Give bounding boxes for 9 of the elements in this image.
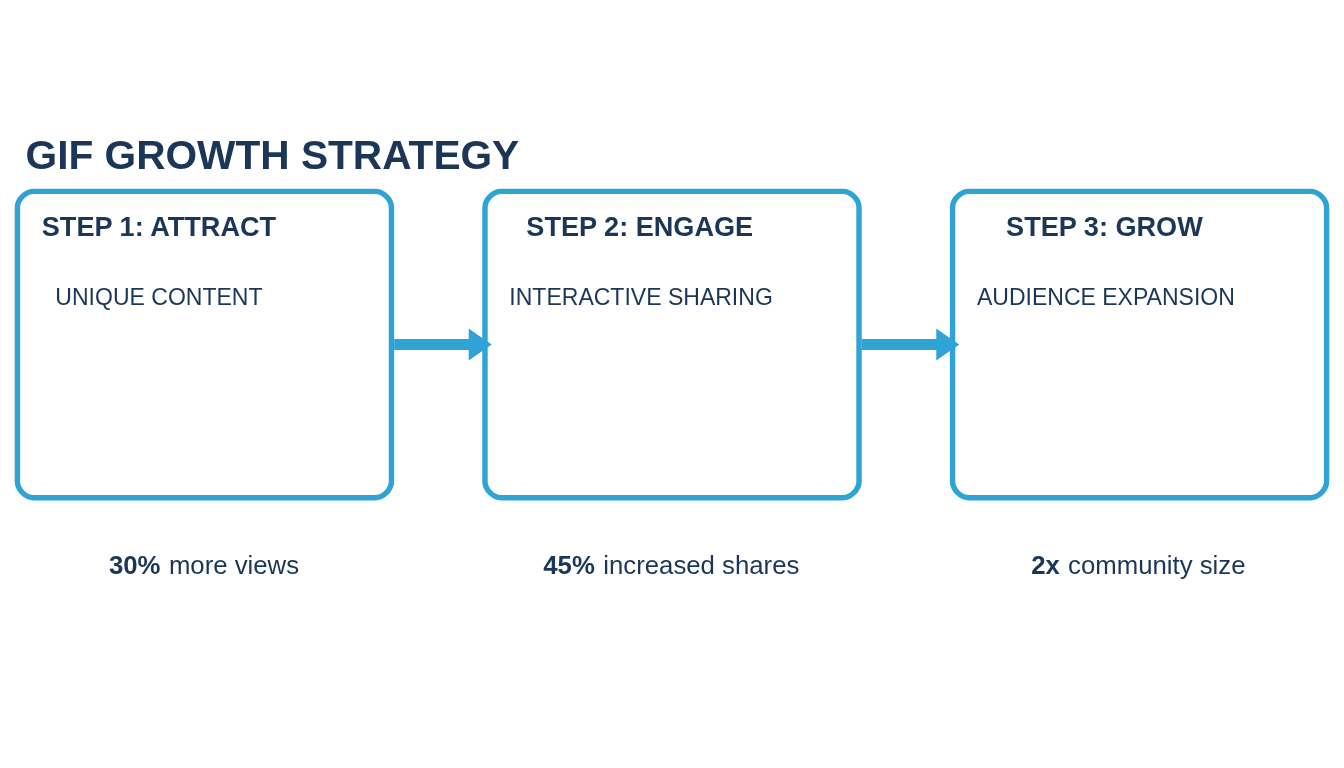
node-label: 2x community size [1031, 550, 1246, 579]
node-label: 45% increased shares [543, 550, 800, 579]
node-box: STEP 3: GROW AUDIENCE EXPANSION [949, 188, 1330, 500]
arrow [861, 327, 960, 361]
node-box: STEP 2: ENGAGE INTERACTIVE SHARING [482, 188, 862, 500]
arrow [394, 327, 492, 361]
node-label: 30% more views [108, 550, 300, 579]
node-box: STEP 1: ATTRACT UNIQUE CONTENT [14, 188, 395, 500]
diagram-title: GIF GROWTH STRATEGY [25, 131, 520, 178]
